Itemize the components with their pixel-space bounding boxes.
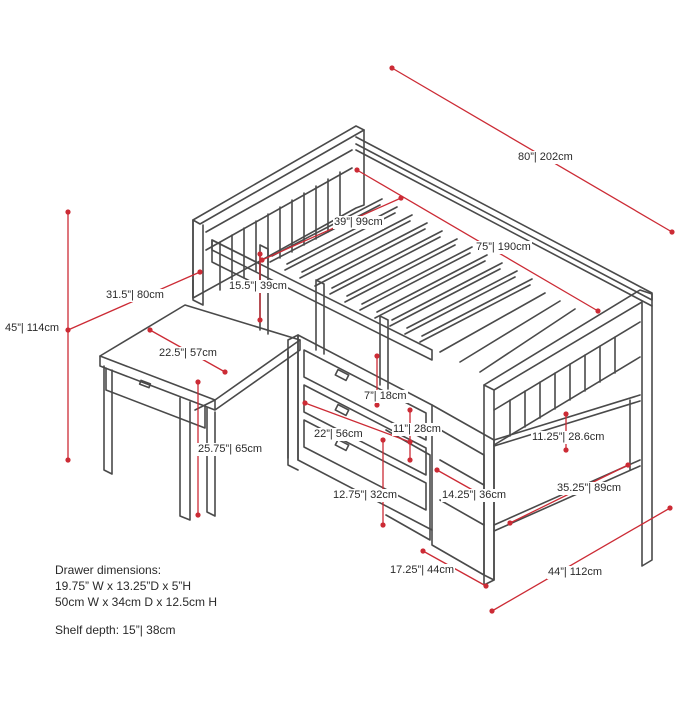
dimline-mattress-length-end-2 — [595, 308, 601, 314]
drawer-pull-3 — [334, 438, 350, 452]
dimline-width-end-1 — [489, 608, 495, 614]
dimline-drawer-gap-end-1 — [374, 353, 380, 359]
dimline-desk-height-end-2 — [195, 512, 201, 518]
dim-width: 44”| 112cm — [547, 566, 604, 579]
dimline-step-width-end-1 — [420, 548, 426, 554]
dimline-length — [391, 67, 673, 233]
shelf-upper — [493, 394, 641, 447]
dim-desk-width: 22.5”| 57cm — [158, 347, 218, 360]
step-unit — [431, 404, 495, 586]
dimline-step-depth-end-1 — [434, 467, 440, 473]
dimline-desk-width-end-1 — [147, 327, 153, 333]
bed-slats — [269, 204, 576, 373]
dimline-drawer-stack-depth-end-1 — [302, 400, 308, 406]
dimline-width — [491, 507, 671, 612]
dim-drawer-stack-depth: 22”| 56cm — [313, 428, 364, 441]
dimline-shelf-length-end-2 — [625, 462, 631, 468]
dimline-step-height-end-2 — [407, 457, 413, 463]
dimline-width-end-2 — [667, 505, 673, 511]
drawer-pull-1 — [334, 368, 350, 382]
dimline-drawer-unit-height-end-1 — [380, 437, 386, 443]
dim-mattress-length: 75”| 190cm — [475, 241, 532, 254]
dim-length: 80”| 202cm — [517, 151, 574, 164]
dimline-step-width-end-2 — [483, 583, 489, 589]
desk-drawer-pull — [138, 379, 152, 389]
headboard-top-rail — [205, 149, 353, 233]
dim-desk-depth: 31.5”| 80cm — [105, 289, 165, 302]
desk-apron — [105, 367, 206, 429]
dim-desk-height: 25.75”| 65cm — [197, 443, 264, 456]
dimline-shelf-length-end-1 — [507, 520, 513, 526]
dim-step-depth: 14.25”| 36cm — [441, 489, 508, 502]
dim-shelf-length: 35.25”| 89cm — [556, 482, 623, 495]
dimline-mattress-width — [261, 197, 402, 261]
dimline-drawer-gap-end-2 — [374, 402, 380, 408]
headboard — [192, 125, 365, 299]
drawer-dimensions-imperial: 19.75” W x 13.25”D x 5”H — [55, 579, 192, 593]
dim-drawer-unit-height: 12.75”| 32cm — [332, 489, 399, 502]
far-side-rail-lower — [355, 149, 653, 307]
dim-height: 45”| 114cm — [4, 322, 61, 335]
dimline-guardrail-end-2 — [257, 317, 263, 323]
dimline-length-end-1 — [389, 65, 395, 71]
drawer-dimensions-title: Drawer dimensions: — [55, 563, 162, 577]
dimline-mattress-width-end-1 — [259, 257, 265, 263]
desk-leg-front-right — [179, 397, 191, 521]
footboard-slats — [509, 336, 616, 437]
dimline-desk-depth-end-2 — [197, 269, 203, 275]
dimline-drawer-unit-height-end-2 — [380, 522, 386, 528]
desk-leg-front-left — [103, 365, 113, 475]
dimline-mattress-width-end-2 — [398, 195, 404, 201]
dimline-height-end-1 — [65, 209, 71, 215]
drawer-3 — [303, 419, 427, 511]
dim-step-height: 11”| 28cm — [392, 423, 442, 436]
dim-guardrail: 15.5”| 39cm — [228, 280, 288, 293]
far-side-rail — [355, 136, 653, 301]
dimline-mattress-length-end-1 — [354, 167, 360, 173]
desk-leg-back-right — [206, 407, 216, 517]
dim-drawer-gap: 7”| 18cm — [363, 390, 408, 403]
head-post — [192, 219, 204, 306]
drawer-pull-2 — [334, 403, 350, 417]
dimline-desk-width-end-2 — [222, 369, 228, 375]
dimline-shelf-height-end-1 — [563, 411, 569, 417]
dimline-mattress-length — [356, 169, 599, 312]
dimline-height-end-2 — [65, 457, 71, 463]
dimline-step-height-end-1 — [407, 407, 413, 413]
dimline-desk-height-end-1 — [195, 379, 201, 385]
dimline-length-end-2 — [669, 229, 675, 235]
dim-shelf-height: 11.25”| 28.6cm — [531, 431, 606, 444]
footboard — [483, 289, 653, 567]
dimline-shelf-height-end-2 — [563, 447, 569, 453]
dim-mattress-width: 39”| 99cm — [333, 216, 384, 229]
shelf-depth-note: Shelf depth: 15”| 38cm — [55, 623, 176, 637]
dimline-guardrail-end-1 — [257, 251, 263, 257]
dim-step-width: 17.25”| 44cm — [389, 564, 456, 577]
drawer-dimensions-metric: 50cm W x 34cm D x 12.5cm H — [55, 595, 218, 609]
